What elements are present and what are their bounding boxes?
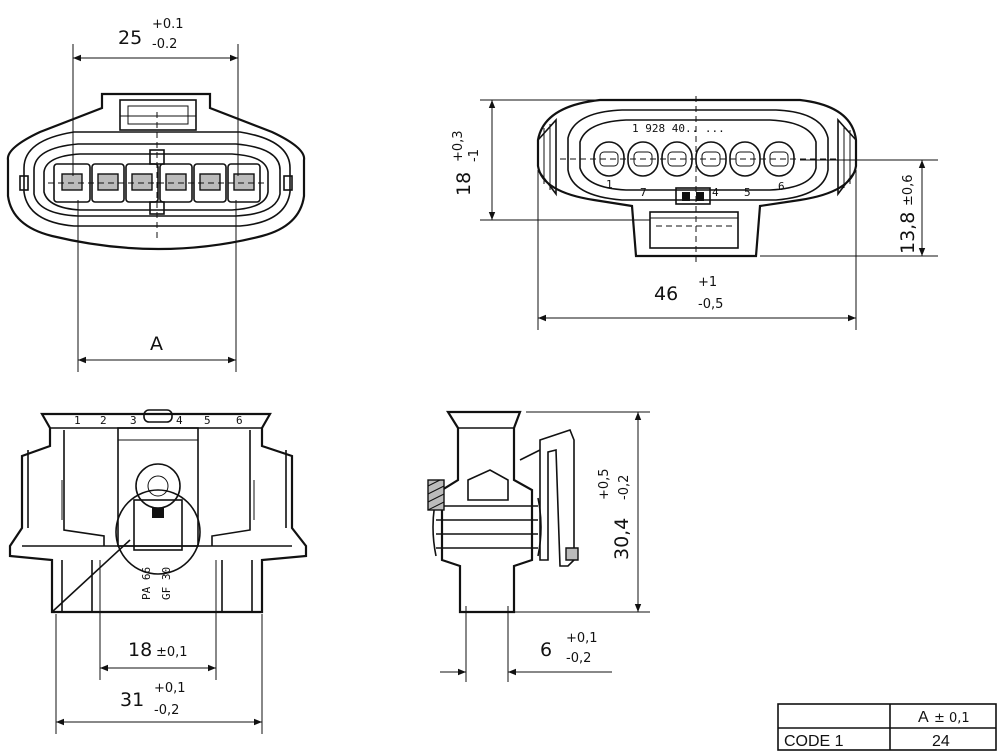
- dim-13-8-value: 13,8: [897, 212, 919, 254]
- code-table: A ± 0,1 CODE 1 24: [777, 703, 997, 751]
- pin-top-6: 6: [236, 414, 243, 427]
- housing-side-outline: [8, 412, 308, 614]
- dim-31-tol-minus: -0,2: [154, 703, 179, 718]
- dim-30-4-tol-minus: -0,2: [617, 475, 632, 500]
- bottom-middle-view: 30,4 +0,5 -0,2 6 +0,1 -0,2: [427, 410, 650, 682]
- part-marking: 1 928 40.. ...: [632, 122, 725, 135]
- pin-top-5: 5: [204, 414, 211, 427]
- housing-profile: [440, 410, 534, 614]
- table-row-label: CODE 1: [784, 733, 844, 750]
- pin-top-1: 1: [74, 414, 81, 427]
- dim-18-bl-value: 18: [128, 639, 152, 661]
- dim-18-bl-tol: ±0,1: [156, 645, 188, 660]
- dim-6-tol-plus: +0,1: [566, 631, 598, 646]
- dim-a-label: A: [150, 333, 163, 355]
- dim-6-value: 6: [540, 639, 552, 661]
- table-header-a: A: [918, 709, 929, 726]
- pin-number-2: 7: [640, 186, 647, 199]
- dim-30-4-value: 30,4: [611, 518, 633, 560]
- pin-cavities: [48, 112, 268, 240]
- pin-number-1: 1: [606, 178, 613, 191]
- dim-46-tol-plus: +1: [698, 275, 717, 290]
- bottom-left-view: 1 2 3 4 5 6 PA 66 GF 30 18 ±0,1 31 +0,1 …: [8, 409, 308, 734]
- dim-30-4-tol-plus: +0,5: [597, 468, 612, 500]
- pin-number-3: 4: [712, 186, 719, 199]
- dim-13-8-tol: ±0,6: [901, 174, 916, 206]
- dim-46-tol-minus: -0,5: [698, 297, 723, 312]
- pin-number-5: 6: [778, 180, 785, 193]
- dim-18-tol-minus: -1: [467, 149, 482, 162]
- top-right-view: 1 928 40.. ... 1 7 4 5 6: [451, 96, 938, 330]
- pin-top-4: 4: [176, 414, 183, 427]
- table-row-value: 24: [932, 733, 950, 750]
- material-mark-gf30: GF 30: [160, 567, 173, 600]
- material-mark-pa66: PA 66: [140, 567, 153, 600]
- table-header-tol: ± 0,1: [934, 711, 970, 726]
- dim-25-value: 25: [118, 27, 142, 49]
- housing-outline-right: [536, 98, 858, 258]
- pin-top-3: 3: [130, 414, 137, 427]
- dim-25-tol-plus: +0.1: [152, 17, 184, 32]
- dim-25-tol-minus: -0.2: [152, 37, 177, 52]
- top-left-view: 25 +0.1 -0.2 A: [6, 17, 306, 372]
- dim-18-tol-plus: +0,3: [451, 130, 466, 162]
- dim-46-value: 46: [654, 283, 678, 305]
- dim-31-value: 31: [120, 689, 144, 711]
- housing-outline: [6, 92, 306, 251]
- pin-number-4: 5: [744, 186, 751, 199]
- dim-18-value: 18: [453, 172, 475, 196]
- pin-top-2: 2: [100, 414, 107, 427]
- dim-6-tol-minus: -0,2: [566, 651, 591, 666]
- dim-31-tol-plus: +0,1: [154, 681, 186, 696]
